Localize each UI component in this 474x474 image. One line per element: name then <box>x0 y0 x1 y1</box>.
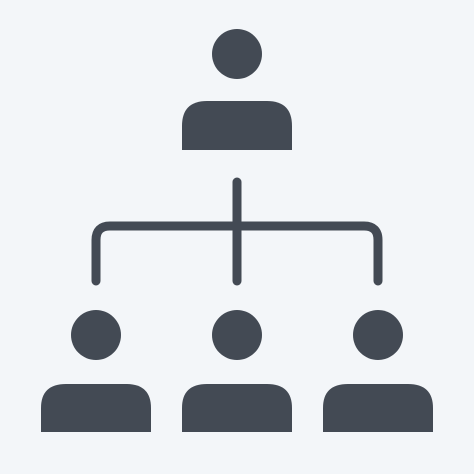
bottom-center-person-body <box>182 384 292 432</box>
bottom-right-person-icon <box>323 310 433 432</box>
connector-branch <box>91 221 383 286</box>
hierarchy-connector <box>91 177 383 286</box>
bottom-right-person-body <box>323 384 433 432</box>
bottom-left-person-icon <box>41 310 151 432</box>
top-person-body <box>182 101 292 150</box>
bottom-right-person-head <box>353 310 403 360</box>
top-person-head <box>212 29 262 79</box>
bottom-center-person-icon <box>182 310 292 432</box>
bottom-left-person-body <box>41 384 151 432</box>
bottom-center-person-head <box>212 310 262 360</box>
top-person-icon <box>182 29 292 150</box>
bottom-left-person-head <box>71 310 121 360</box>
